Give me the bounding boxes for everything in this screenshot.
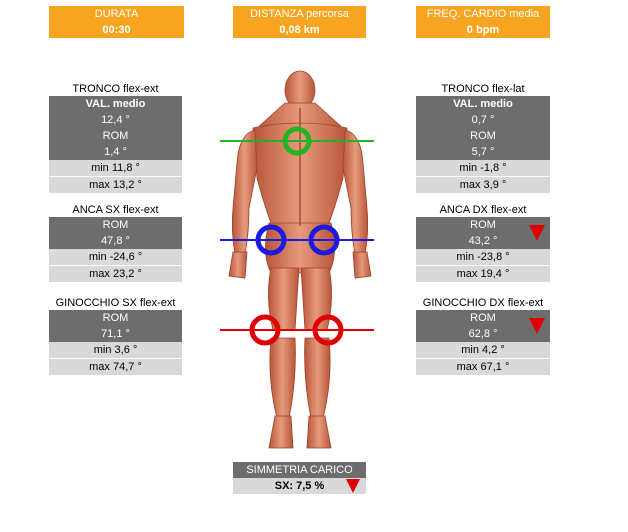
left-hand-shape <box>228 251 248 279</box>
rom-value: 47,8 ° <box>49 233 182 249</box>
max-value: max 13,2 ° <box>49 177 182 193</box>
distanza-box: DISTANZA percorsa 0,08 km <box>233 6 366 38</box>
freq-cardio-box: FREQ. CARDIO media 0 bpm <box>416 6 550 38</box>
min-value: min -24,6 ° <box>49 249 182 266</box>
right-arm-shape <box>342 129 369 255</box>
rom-value: 1,4 ° <box>49 144 182 160</box>
right-foot-shape <box>306 415 332 449</box>
anca-sx-title: ANCA SX flex-ext <box>72 204 159 216</box>
durata-box: DURATA 00:30 <box>49 6 184 38</box>
trunk-marker <box>282 126 312 156</box>
rom-label: ROM <box>49 128 182 144</box>
val-medio-value: 0,7 ° <box>416 112 550 128</box>
knee-dx-marker <box>312 314 344 346</box>
rom-label: ROM <box>416 217 550 233</box>
rom-label: ROM <box>49 217 182 233</box>
tronco-flex-lat-panel: VAL. medio 0,7 ° ROM 5,7 ° min -1,8 ° ma… <box>416 96 550 193</box>
tronco-flex-lat-title: TRONCO flex-lat <box>441 83 525 95</box>
max-value: max 74,7 ° <box>49 359 182 375</box>
val-medio-label: VAL. medio <box>416 96 550 112</box>
tronco-flex-ext-title: TRONCO flex-ext <box>72 83 159 95</box>
ginocchio-dx-panel: ROM 62,8 ° min 4,2 ° max 67,1 ° <box>416 310 550 375</box>
min-value: min -23,8 ° <box>416 249 550 266</box>
tronco-flex-ext-panel: VAL. medio 12,4 ° ROM 1,4 ° min 11,8 ° m… <box>49 96 182 193</box>
min-value: min 11,8 ° <box>49 160 182 177</box>
rom-label: ROM <box>49 310 182 326</box>
rom-label: ROM <box>416 310 550 326</box>
alert-down-triangle-icon <box>346 479 360 493</box>
min-value: min -1,8 ° <box>416 160 550 177</box>
durata-value: 00:30 <box>102 24 131 36</box>
max-value: max 3,9 ° <box>416 177 550 193</box>
rom-value: 71,1 ° <box>49 326 182 342</box>
simmetria-value: SX: 7,5 % <box>233 478 366 494</box>
rom-value: 5,7 ° <box>416 144 550 160</box>
anca-sx-panel: ROM 47,8 ° min -24,6 ° max 23,2 ° <box>49 217 182 282</box>
distanza-value: 0,08 km <box>279 24 320 36</box>
max-value: max 67,1 ° <box>416 359 550 375</box>
durata-label: DURATA <box>94 8 139 20</box>
rom-label: ROM <box>416 128 550 144</box>
anca-dx-panel: ROM 43,2 ° min -23,8 ° max 19,4 ° <box>416 217 550 282</box>
freq-cardio-value: 0 bpm <box>466 24 500 36</box>
alert-down-triangle-icon <box>529 225 545 241</box>
val-medio-value: 12,4 ° <box>49 112 182 128</box>
anca-dx-title: ANCA DX flex-ext <box>439 204 527 216</box>
ginocchio-sx-title: GINOCCHIO SX flex-ext <box>55 297 176 309</box>
hip-sx-marker <box>255 224 287 256</box>
distanza-label: DISTANZA percorsa <box>250 8 349 20</box>
ginocchio-sx-panel: ROM 71,1 ° min 3,6 ° max 74,7 ° <box>49 310 182 375</box>
left-foot-shape <box>268 415 294 449</box>
max-value: max 23,2 ° <box>49 266 182 282</box>
left-arm-shape <box>231 129 258 255</box>
freq-cardio-label: FREQ. CARDIO media <box>426 8 540 20</box>
alert-down-triangle-icon <box>529 318 545 334</box>
min-value: min 4,2 ° <box>416 342 550 359</box>
simmetria-label: SIMMETRIA CARICO <box>233 462 366 478</box>
ginocchio-dx-title: GINOCCHIO DX flex-ext <box>422 297 544 309</box>
max-value: max 19,4 ° <box>416 266 550 282</box>
knee-sx-marker <box>249 314 281 346</box>
rom-value: 62,8 ° <box>416 326 550 342</box>
body-figure <box>228 70 372 449</box>
right-hand-shape <box>352 251 372 279</box>
val-medio-label: VAL. medio <box>49 96 182 112</box>
rom-value: 43,2 ° <box>416 233 550 249</box>
simmetria-carico-panel: SIMMETRIA CARICO SX: 7,5 % <box>233 462 366 494</box>
hip-dx-marker <box>308 224 340 256</box>
min-value: min 3,6 ° <box>49 342 182 359</box>
